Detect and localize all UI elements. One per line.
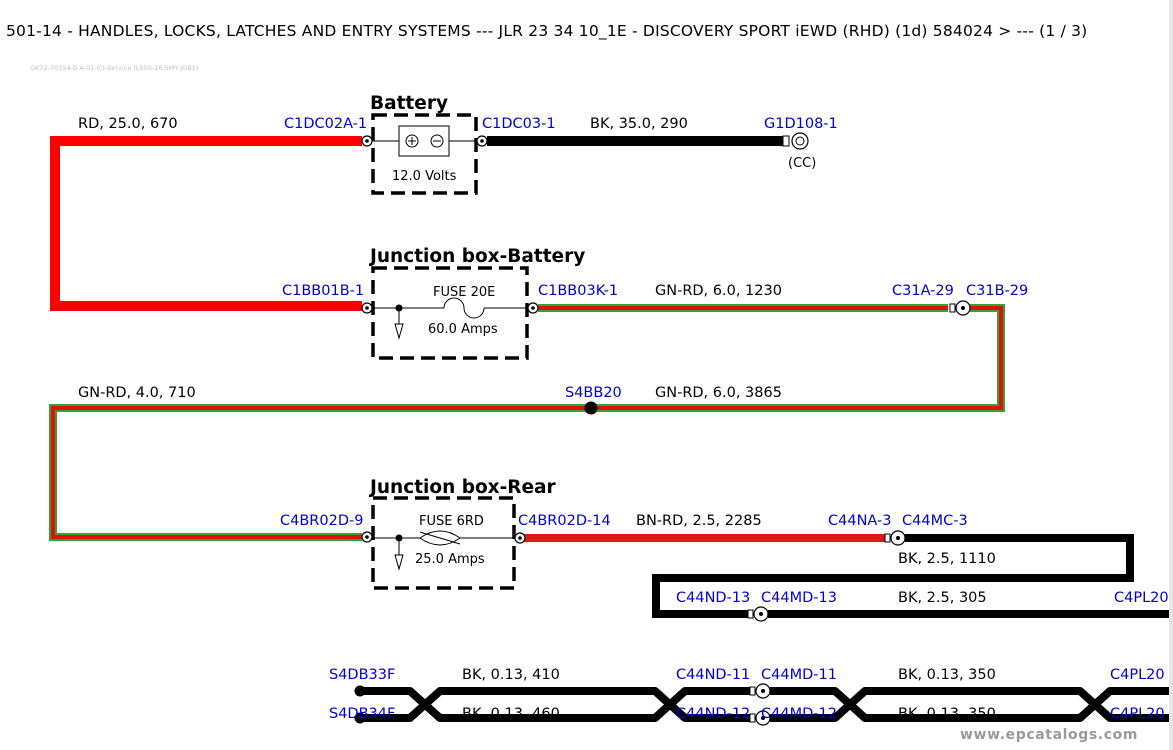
pin-c1bb03k[interactable] <box>527 302 539 314</box>
watermark: www.epcatalogs.com <box>960 727 1139 743</box>
connector-label-g1d108[interactable]: G1D108-1 <box>764 116 838 132</box>
splice-s4bb20[interactable] <box>584 401 598 415</box>
junction-box-battery-title: Junction box-Battery <box>368 246 585 267</box>
wire-label-gn-rd-4: GN-RD, 4.0, 710 <box>78 385 196 401</box>
wire-label-bn-rd: BN-RD, 2.5, 2285 <box>636 513 762 529</box>
fuse-6rd-label: FUSE 6RD <box>419 514 484 529</box>
inline-connector-c31[interactable] <box>949 300 971 316</box>
pin-c1dc03[interactable] <box>476 135 488 147</box>
wire-label-bk-35: BK, 35.0, 290 <box>590 116 688 132</box>
wire-label-gn-rd-6-3865: GN-RD, 6.0, 3865 <box>655 385 782 401</box>
fuse-20e-label: FUSE 20E <box>433 285 495 300</box>
inline-connector-c44nd12[interactable] <box>749 710 771 726</box>
ground-terminal-icon[interactable] <box>782 132 809 150</box>
pin-c1dc02a[interactable] <box>361 135 373 147</box>
ground-note: (CC) <box>788 156 816 171</box>
connector-label-c4br02d9[interactable]: C4BR02D-9 <box>280 513 363 529</box>
connector-label-c4pl20-a[interactable]: C4PL20 <box>1114 590 1169 606</box>
wire-label-bk-013-350-b: BK, 0.13, 350 <box>898 706 996 722</box>
wire-gn-rd-loop <box>49 304 1005 541</box>
connector-label-c31b[interactable]: C31B-29 <box>966 283 1028 299</box>
wire-label-bk-013-410: BK, 0.13, 410 <box>462 667 560 683</box>
wire-label-bk-2-5-305: BK, 2.5, 305 <box>898 590 987 606</box>
wire-label-rd-25: RD, 25.0, 670 <box>78 116 178 132</box>
connector-label-c44nd13[interactable]: C44ND-13 <box>676 590 750 606</box>
battery-component[interactable] <box>368 113 482 195</box>
connector-label-c44md11[interactable]: C44MD-11 <box>761 667 837 683</box>
connector-label-c44md12[interactable]: C44MD-12 <box>761 706 837 722</box>
connector-label-c1dc02a[interactable]: C1DC02A-1 <box>284 116 367 132</box>
junction-box-rear[interactable] <box>368 496 519 590</box>
page-title: 501-14 - HANDLES, LOCKS, LATCHES AND ENT… <box>6 22 1088 40</box>
pin-c4br02d14[interactable] <box>514 532 526 544</box>
wire-label-bk-2-5-1110: BK, 2.5, 1110 <box>898 551 996 567</box>
twisted-pair-1 <box>360 687 750 722</box>
fuse-6rd-rating: 25.0 Amps <box>415 552 485 567</box>
splice-s4db34f[interactable] <box>354 712 366 724</box>
junction-box-rear-title: Junction box-Rear <box>368 477 557 498</box>
battery-rating: 12.0 Volts <box>392 169 457 184</box>
connector-label-c4br02d14[interactable]: C4BR02D-14 <box>518 513 611 529</box>
wire-label-gn-rd-6-1230: GN-RD, 6.0, 1230 <box>655 283 782 299</box>
vertical-scrollbar[interactable] <box>1169 0 1173 750</box>
connector-label-c31a[interactable]: C31A-29 <box>892 283 954 299</box>
fuse-20e-rating: 60.0 Amps <box>428 322 498 337</box>
wire-bk-2-5-1110 <box>652 534 1134 618</box>
connector-label-c4pl20-c[interactable]: C4PL20 <box>1110 706 1165 722</box>
connector-label-c1dc03[interactable]: C1DC03-1 <box>482 116 556 132</box>
junction-box-battery[interactable] <box>368 266 532 360</box>
connector-label-s4db33f[interactable]: S4DB33F <box>329 667 395 683</box>
battery-title: Battery <box>370 93 448 114</box>
connector-label-c4pl20-b[interactable]: C4PL20 <box>1110 667 1165 683</box>
wire-label-bk-013-460: BK, 0.13, 460 <box>462 706 560 722</box>
connector-label-s4db34f[interactable]: S4DB34F <box>329 706 395 722</box>
pin-c1bb01b[interactable] <box>361 302 373 314</box>
connector-label-c44na[interactable]: C44NA-3 <box>828 513 891 529</box>
connector-label-c44mc[interactable]: C44MC-3 <box>902 513 968 529</box>
connector-label-c1bb01b[interactable]: C1BB01B-1 <box>282 283 364 299</box>
wire-label-bk-013-350-a: BK, 0.13, 350 <box>898 667 996 683</box>
connector-label-c1bb03k[interactable]: C1BB03K-1 <box>538 283 618 299</box>
connector-label-c44nd12[interactable]: C44ND-12 <box>676 706 750 722</box>
twisted-pair-2 <box>770 687 1172 722</box>
inline-connector-c44nd13[interactable] <box>747 606 769 622</box>
connector-label-s4bb20[interactable]: S4BB20 <box>565 385 622 401</box>
splice-s4db33f[interactable] <box>354 685 366 697</box>
pin-c4br02d9[interactable] <box>361 531 373 543</box>
wire-rd-25-670 <box>50 136 362 311</box>
inline-connector-c44na[interactable] <box>884 530 906 546</box>
connector-label-c44nd11[interactable]: C44ND-11 <box>676 667 750 683</box>
inline-connector-c44nd11[interactable] <box>749 683 771 699</box>
drawing-reference: GK72-70354-B-A-01-03-Service (L550-16.5M… <box>30 64 199 72</box>
connector-label-c44md13[interactable]: C44MD-13 <box>761 590 837 606</box>
